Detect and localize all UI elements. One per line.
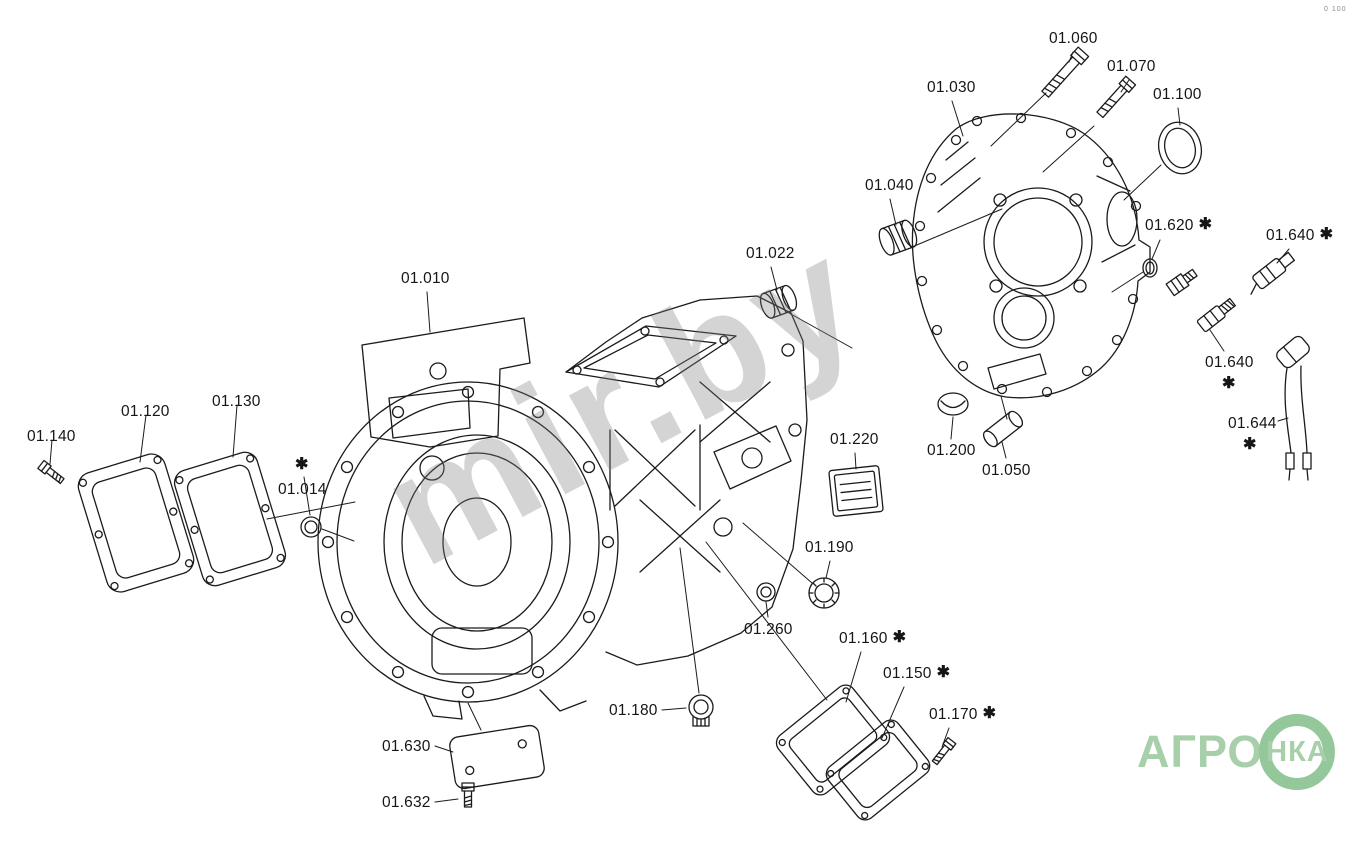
part-number: 01.120 xyxy=(121,403,170,420)
rear-housing-drawing xyxy=(911,112,1151,399)
seal-ring-01-100 xyxy=(1157,121,1203,175)
part-label-01-070: 01.070 xyxy=(1107,58,1156,76)
connector-01-640-upper xyxy=(1250,251,1296,295)
seal-01-260 xyxy=(756,582,776,602)
part-number: 01.050 xyxy=(982,462,1031,479)
part-label-01-030: 01.030 xyxy=(927,79,976,97)
part-label-01-100: 01.100 xyxy=(1153,86,1202,104)
part-number: 01.170 xyxy=(929,706,978,723)
gasket-01-120 xyxy=(77,453,195,593)
leader-lines xyxy=(49,51,1290,803)
bushing-01-190 xyxy=(808,577,840,609)
part-number: 01.022 xyxy=(746,245,795,262)
part-number: 01.160 xyxy=(839,630,888,647)
part-label-01-632: 01.632 xyxy=(382,794,431,812)
part-number: 01.060 xyxy=(1049,30,1098,47)
part-label-01-150: 01.150✱ xyxy=(883,665,950,683)
bolt-01-140 xyxy=(37,459,65,485)
cover-01-150 xyxy=(825,719,931,821)
part-label-01-640-lower: 01.640 xyxy=(1205,354,1254,372)
bolt-01-070 xyxy=(1096,75,1137,119)
logo-word: АГРО xyxy=(1137,726,1264,777)
part-label-01-620: 01.620✱ xyxy=(1145,217,1212,235)
part-number: 01.140 xyxy=(27,428,76,445)
part-number: 01.260 xyxy=(744,621,793,638)
gear-case-drawing xyxy=(565,295,808,666)
part-label-01-220: 01.220 xyxy=(830,431,879,449)
pin-01-050 xyxy=(982,410,1024,448)
corner-mark: 0 100 xyxy=(1324,6,1347,13)
part-number: 01.150 xyxy=(883,665,932,682)
asterisk-mark: ✱ xyxy=(936,664,951,681)
part-number: 01.644 xyxy=(1228,415,1277,432)
bolt-01-632 xyxy=(461,782,475,808)
gasket-01-130 xyxy=(173,451,287,587)
plug-01-200 xyxy=(937,392,969,416)
part-number: 01.040 xyxy=(865,177,914,194)
part-label-01-060: 01.060 xyxy=(1049,30,1098,48)
part-label-01-120: 01.120 xyxy=(121,403,170,421)
part-number: 01.640 xyxy=(1266,227,1315,244)
plate-01-220 xyxy=(828,465,884,517)
part-number: 01.030 xyxy=(927,79,976,96)
asterisk-mark: ✱ xyxy=(1319,226,1334,243)
part-label-01-644: 01.644 xyxy=(1228,415,1277,433)
part-label-01-010: 01.010 xyxy=(401,270,450,288)
part-number: 01.180 xyxy=(609,702,658,719)
part-label-01-630: 01.630 xyxy=(382,738,431,756)
part-number: 01.630 xyxy=(382,738,431,755)
part-number: 01.130 xyxy=(212,393,261,410)
logo-circle: НКА xyxy=(1259,714,1336,790)
logo-circle-word: НКА xyxy=(1266,735,1329,768)
bushing-01-014 xyxy=(300,516,322,538)
part-label-01-130: 01.130 xyxy=(212,393,261,411)
agronka-logo: АГРО НКА xyxy=(1137,714,1336,790)
part-label-01-170: 01.170✱ xyxy=(929,706,996,724)
asterisk-mark: ✱ xyxy=(892,629,907,646)
part-label-01-190: 01.190 xyxy=(805,539,854,557)
part-label-01-140: 01.140 xyxy=(27,428,76,446)
part-number: 01.220 xyxy=(830,431,879,448)
bolt-01-170 xyxy=(931,736,957,766)
bushing-01-040 xyxy=(878,219,918,256)
cover-01-630 xyxy=(449,724,545,790)
part-label-01-180: 01.180 xyxy=(609,702,658,720)
part-label-01-160: 01.160✱ xyxy=(839,630,906,648)
asterisk-mark: ✱ xyxy=(982,705,997,722)
gasket-01-160 xyxy=(775,684,891,796)
part-label-01-640-upper: 01.640✱ xyxy=(1266,227,1333,245)
part-label-01-200: 01.200 xyxy=(927,442,976,460)
part-number: 01.200 xyxy=(927,442,976,459)
sensor-01-640-lower xyxy=(1196,297,1236,333)
bushing-01-022 xyxy=(759,284,798,319)
part-number: 01.100 xyxy=(1153,86,1202,103)
part-label-01-022: 01.022 xyxy=(746,245,795,263)
asterisk-mark: ✱ xyxy=(295,456,309,473)
part-number: 01.010 xyxy=(401,270,450,287)
part-number: 01.620 xyxy=(1145,217,1194,234)
sensor-01-620 xyxy=(1142,258,1198,297)
part-label-01-014: 01.014 xyxy=(278,481,327,499)
asterisk-mark: ✱ xyxy=(1222,375,1236,392)
asterisk-mark: ✱ xyxy=(1198,216,1213,233)
asterisk-mark: ✱ xyxy=(1243,436,1257,453)
part-number: 01.070 xyxy=(1107,58,1156,75)
cable-01-644 xyxy=(1276,335,1312,481)
part-label-01-040: 01.040 xyxy=(865,177,914,195)
part-label-01-260: 01.260 xyxy=(744,621,793,639)
clutch-housing-drawing xyxy=(317,317,619,720)
part-number: 01.632 xyxy=(382,794,431,811)
breather-01-180 xyxy=(688,694,714,727)
part-label-01-050: 01.050 xyxy=(982,462,1031,480)
bolt-01-060 xyxy=(1041,46,1090,98)
part-number: 01.014 xyxy=(278,481,327,498)
part-number: 01.190 xyxy=(805,539,854,556)
part-number: 01.640 xyxy=(1205,354,1254,371)
